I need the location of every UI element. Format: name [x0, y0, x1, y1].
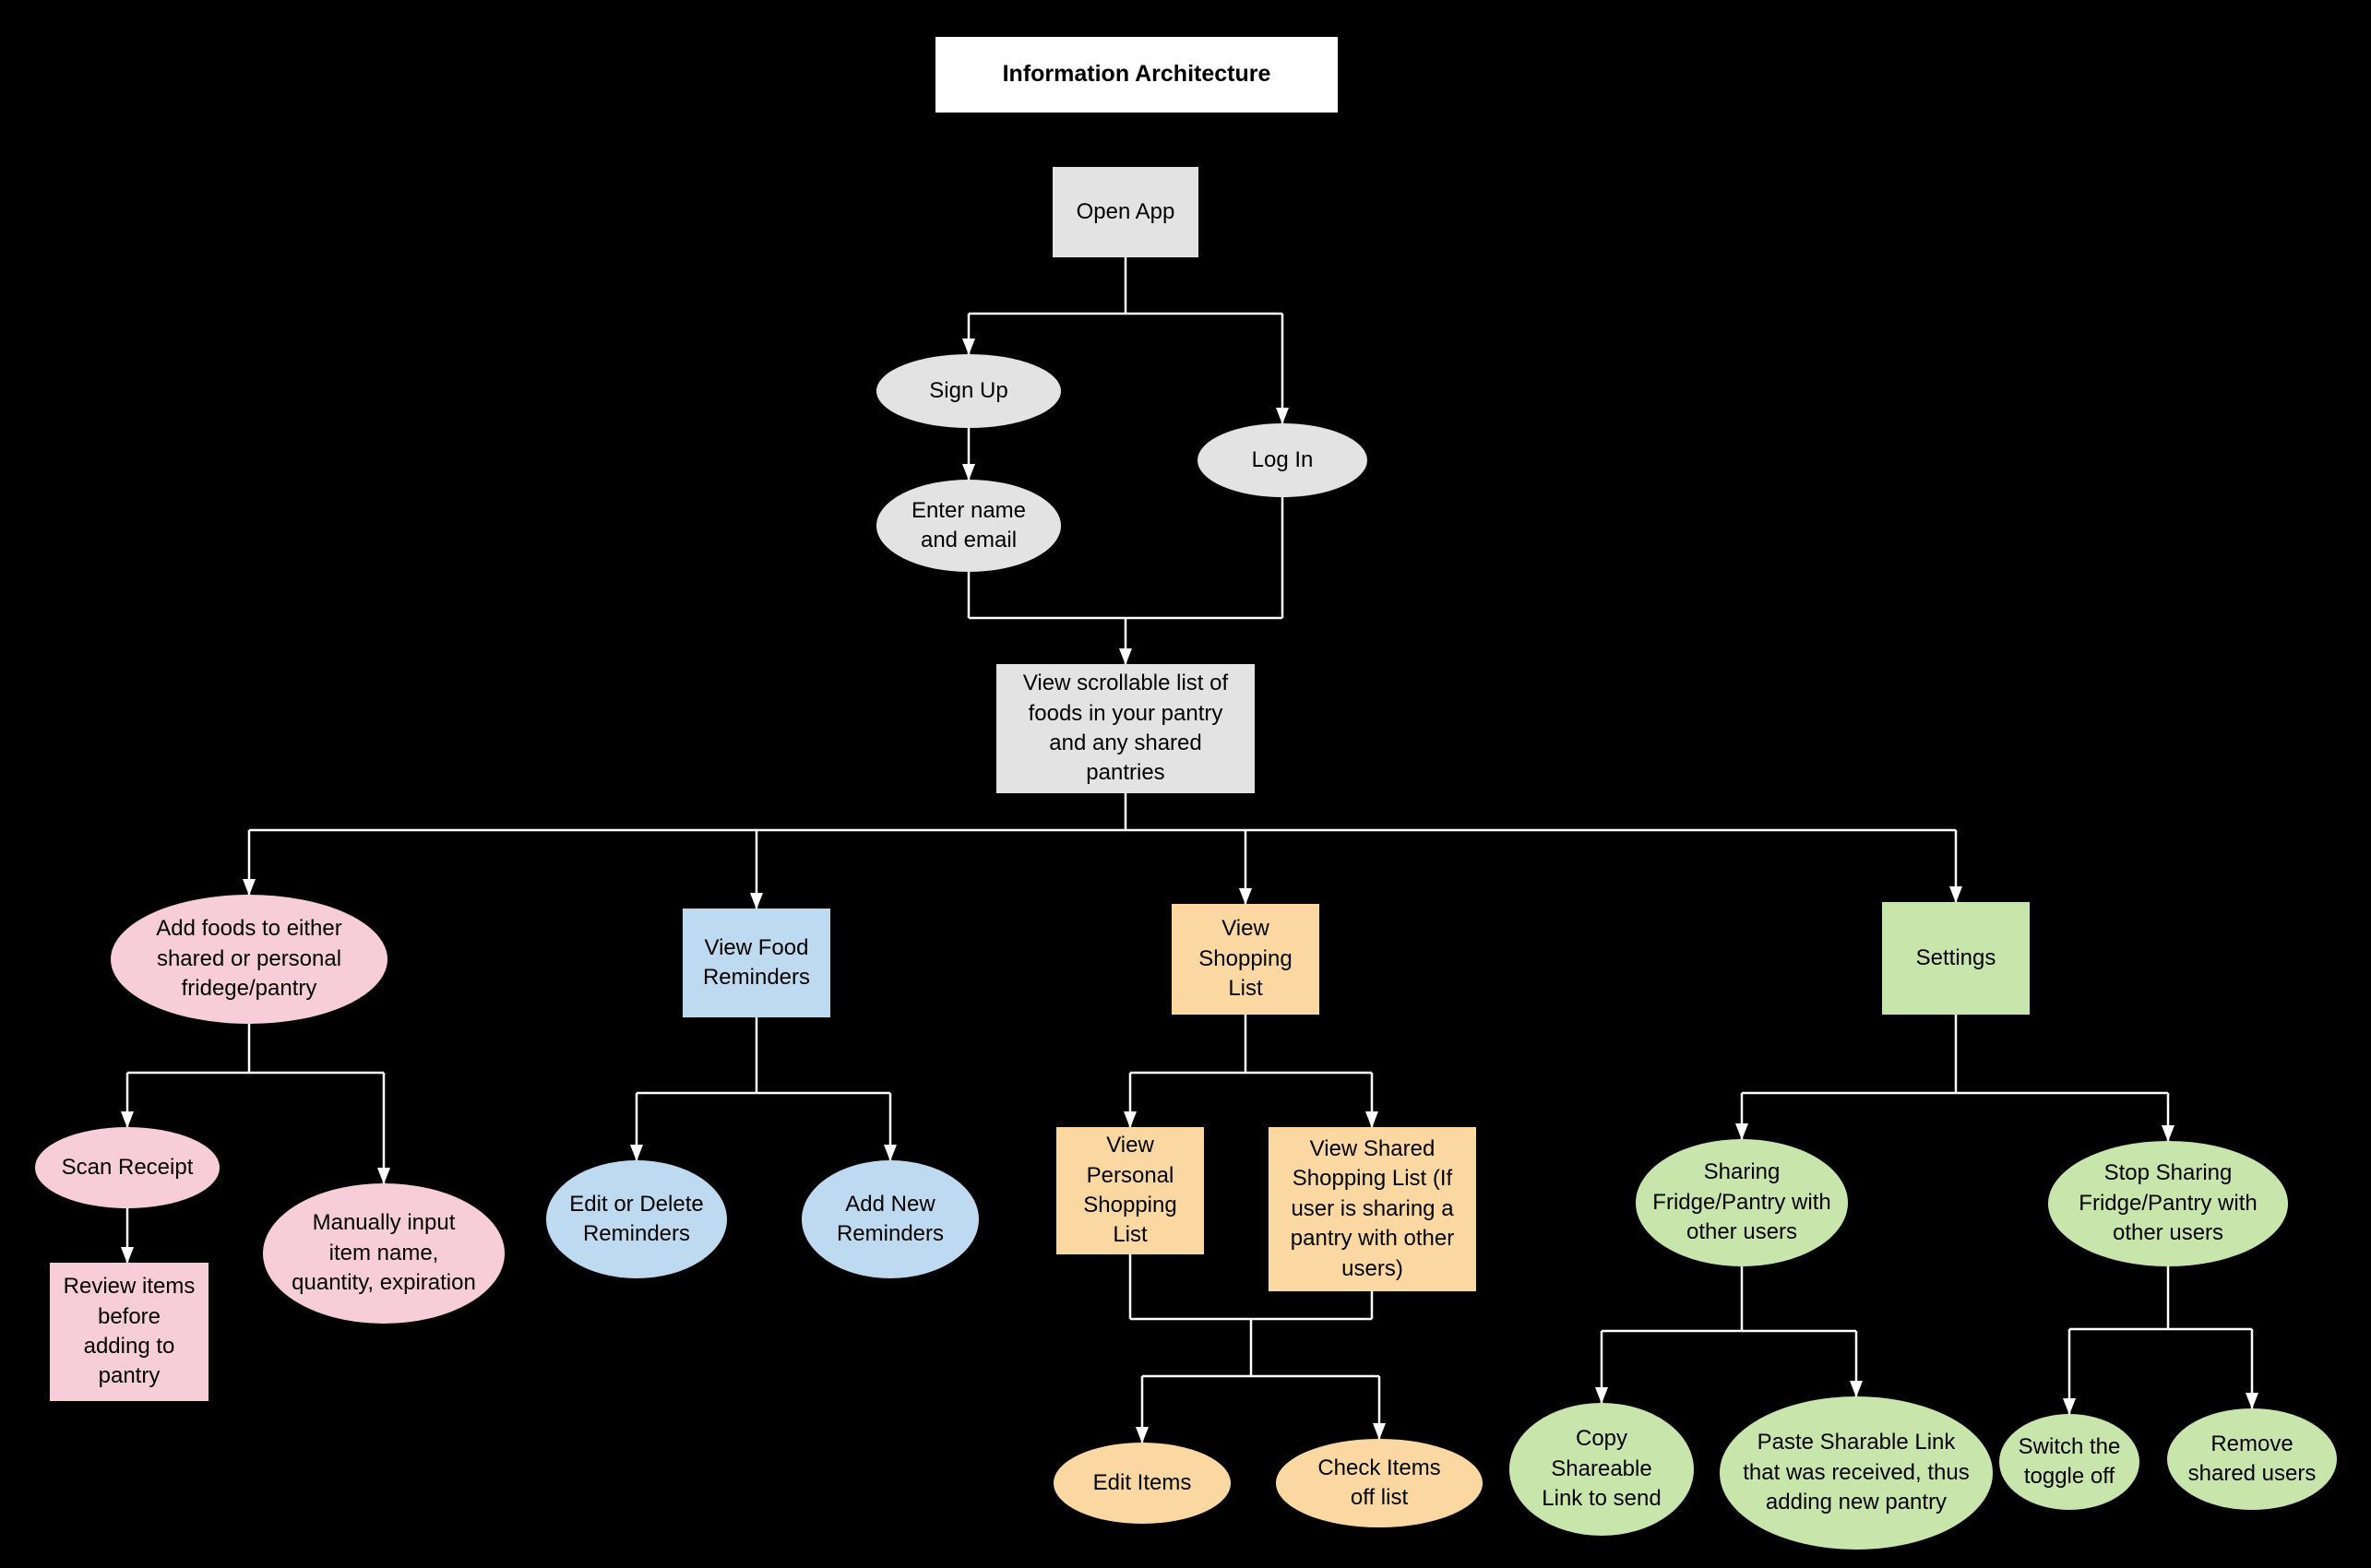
node-sharing-label: Sharing Fridge/Pantry with other users — [1652, 1159, 1831, 1245]
node-review-items-label: Review items before adding to pantry — [63, 1274, 196, 1389]
node-scan-receipt-label: Scan Receipt — [61, 1154, 194, 1180]
node-add-new-reminders: Add New Reminders — [802, 1160, 979, 1278]
node-view-shopping-list-label: View Shopping List — [1198, 916, 1293, 1002]
node-paste-link-label: Paste Sharable Link that was received, t… — [1743, 1430, 1970, 1515]
node-view-shopping-list: View Shopping List — [1172, 904, 1319, 1015]
node-review-items: Review items before adding to pantry — [50, 1263, 209, 1401]
node-remove-users-label: Remove shared users — [2187, 1431, 2317, 1486]
node-open-app-label: Open App — [1076, 198, 1175, 224]
node-sign-up-label: Sign Up — [929, 377, 1008, 403]
node-enter-name-label: Enter name and email — [911, 497, 1027, 552]
node-add-foods-label: Add foods to either shared or personal f… — [156, 916, 342, 1002]
node-paste-link: Paste Sharable Link that was received, t… — [1720, 1396, 1993, 1550]
node-switch-toggle: Switch the toggle off — [1999, 1414, 2139, 1510]
node-copy-link-label: Copy Shareable Link to send — [1542, 1426, 1662, 1512]
node-edit-delete-reminders-label: Edit or Delete Reminders — [569, 1191, 704, 1246]
connector-segments — [127, 257, 2252, 1378]
node-edit-delete-reminders: Edit or Delete Reminders — [546, 1160, 727, 1278]
node-sharing: Sharing Fridge/Pantry with other users — [1636, 1139, 1848, 1266]
node-copy-link: Copy Shareable Link to send — [1509, 1403, 1694, 1536]
diagram-title-label: Information Architecture — [1002, 61, 1271, 88]
node-check-items-label: Check Items off list — [1317, 1455, 1441, 1510]
node-view-shared-label: View Shared Shopping List (If user is sh… — [1290, 1136, 1455, 1281]
node-add-foods: Add foods to either shared or personal f… — [111, 895, 387, 1024]
node-open-app: Open App — [1053, 167, 1198, 257]
node-view-personal: View Personal Shopping List — [1056, 1127, 1204, 1254]
node-view-list-label: View scrollable list of foods in your pa… — [1022, 671, 1229, 786]
diagram-title: Information Architecture — [935, 37, 1338, 113]
node-remove-users: Remove shared users — [2167, 1408, 2337, 1510]
node-sign-up: Sign Up — [876, 354, 1061, 428]
node-edit-items-label: Edit Items — [1092, 1469, 1192, 1495]
node-stop-sharing: Stop Sharing Fridge/Pantry with other us… — [2048, 1141, 2288, 1266]
node-view-food-reminders-label: View Food Reminders — [702, 934, 811, 990]
node-switch-toggle-label: Switch the toggle off — [2018, 1433, 2121, 1489]
node-log-in-label: Log In — [1251, 446, 1314, 472]
node-view-personal-label: View Personal Shopping List — [1083, 1133, 1177, 1248]
node-manual-input: Manually input item name, quantity, expi… — [263, 1183, 505, 1324]
node-view-list: View scrollable list of foods in your pa… — [996, 664, 1255, 793]
node-check-items: Check Items off list — [1276, 1439, 1483, 1527]
node-settings: Settings — [1882, 902, 2030, 1015]
node-enter-name: Enter name and email — [876, 480, 1061, 572]
node-log-in: Log In — [1197, 423, 1367, 497]
node-manual-input-label: Manually input item name, quantity, expi… — [292, 1210, 476, 1296]
node-scan-receipt: Scan Receipt — [35, 1127, 220, 1208]
node-settings-label: Settings — [1915, 944, 1996, 970]
node-stop-sharing-label: Stop Sharing Fridge/Pantry with other us… — [2079, 1160, 2258, 1246]
node-edit-items: Edit Items — [1054, 1443, 1231, 1524]
node-add-new-reminders-label: Add New Reminders — [836, 1191, 945, 1246]
node-view-food-reminders: View Food Reminders — [683, 909, 830, 1017]
node-view-shared: View Shared Shopping List (If user is sh… — [1269, 1127, 1476, 1291]
